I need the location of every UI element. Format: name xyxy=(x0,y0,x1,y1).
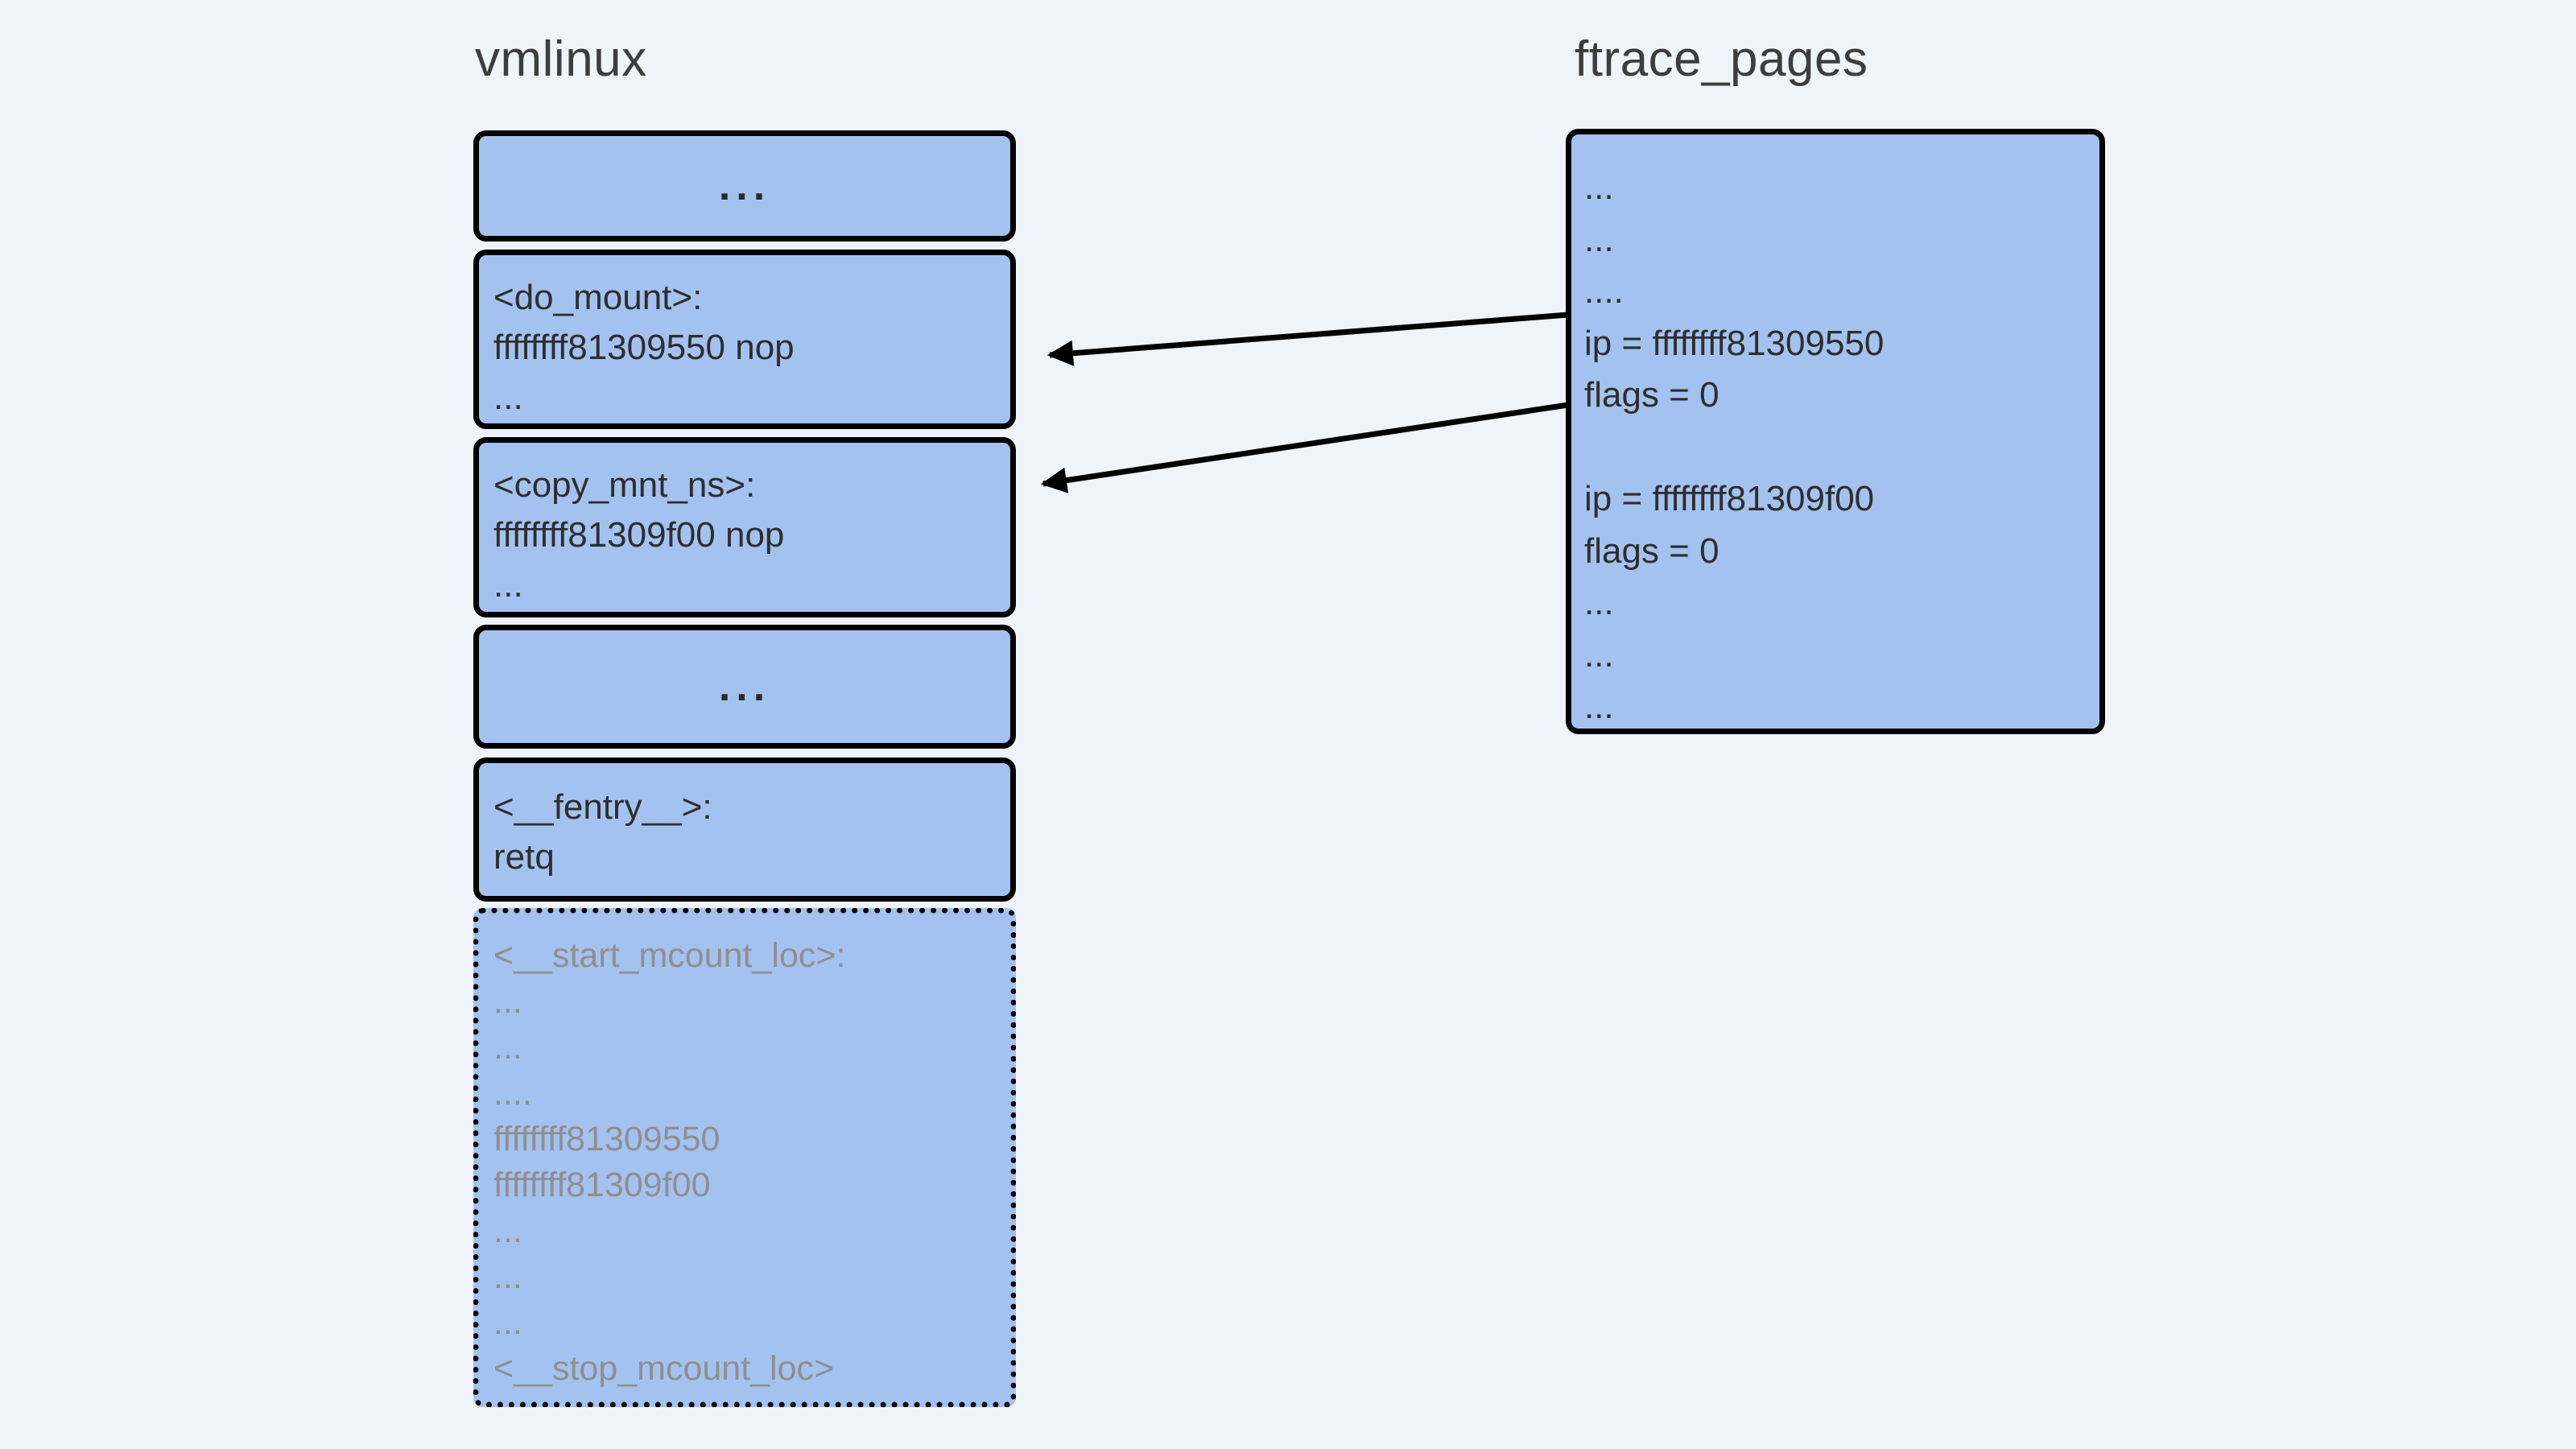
ftrace-pages-title: ftrace_pages xyxy=(1575,31,1868,87)
box-line: ip = ffffffff81309f00 xyxy=(1584,479,1875,519)
box-line: ... xyxy=(493,1212,522,1250)
vmlinux-box-ellipsis-mid: ... xyxy=(473,625,1016,749)
vmlinux-title: vmlinux xyxy=(475,31,647,87)
box-line: ... xyxy=(493,1257,522,1296)
box-line: ... xyxy=(1584,634,1614,675)
box-line: <__stop_mcount_loc> xyxy=(493,1349,835,1388)
ftrace-pages-box: .......... ip = ffffffff81309550 flags = 0… xyxy=(1566,129,2105,734)
box-line: ... xyxy=(1584,219,1614,259)
box-line: ffffffff81309f00 xyxy=(493,1166,711,1204)
box-line: ... xyxy=(1584,687,1614,727)
vmlinux-box-ellipsis-top: ... xyxy=(473,130,1016,242)
box-line: <__start_mcount_loc>: xyxy=(493,936,846,975)
box-line: ... xyxy=(493,565,523,605)
vmlinux-box-do-mount: <do_mount>: ffffffff81309550 nop... xyxy=(473,250,1016,429)
box-line: .... xyxy=(1584,271,1624,312)
box-line: <copy_mnt_ns>: xyxy=(493,465,756,505)
box-line: <__fentry__>: xyxy=(493,787,712,827)
box-line: retq xyxy=(493,837,555,877)
box-line: ... xyxy=(1584,583,1614,623)
arrow-ip-81309550 xyxy=(1046,312,1569,366)
box-line: ffffffff81309550 xyxy=(493,1120,720,1158)
box-line: ffffffff81309550 nop xyxy=(493,328,795,367)
vmlinux-box-copy-mnt-ns: <copy_mnt_ns>: ffffffff81309f00 nop... xyxy=(473,437,1016,617)
vmlinux-box-fentry: <__fentry__>:retq xyxy=(473,758,1016,902)
box-line xyxy=(1584,422,2091,474)
arrow-ip-81309f00 xyxy=(1040,402,1569,493)
box-line: ... xyxy=(1584,167,1614,208)
box-line: ffffffff81309f00 nop xyxy=(493,515,785,555)
box-line: ... xyxy=(493,982,522,1021)
box-line: <do_mount>: xyxy=(493,278,703,317)
box-line: ... xyxy=(493,1028,522,1067)
box-line: ... xyxy=(718,163,771,209)
box-line: ... xyxy=(493,1303,522,1342)
box-line: flags = 0 xyxy=(1584,375,1719,415)
box-line: ip = ffffffff81309550 xyxy=(1584,323,1885,363)
box-line: .... xyxy=(493,1074,532,1113)
box-line: flags = 0 xyxy=(1584,530,1719,571)
box-line: ... xyxy=(718,663,771,710)
vmlinux-box-mcount-loc: <__start_mcount_loc>:.......... ffffffff8… xyxy=(473,908,1016,1407)
box-line: ... xyxy=(493,378,523,417)
